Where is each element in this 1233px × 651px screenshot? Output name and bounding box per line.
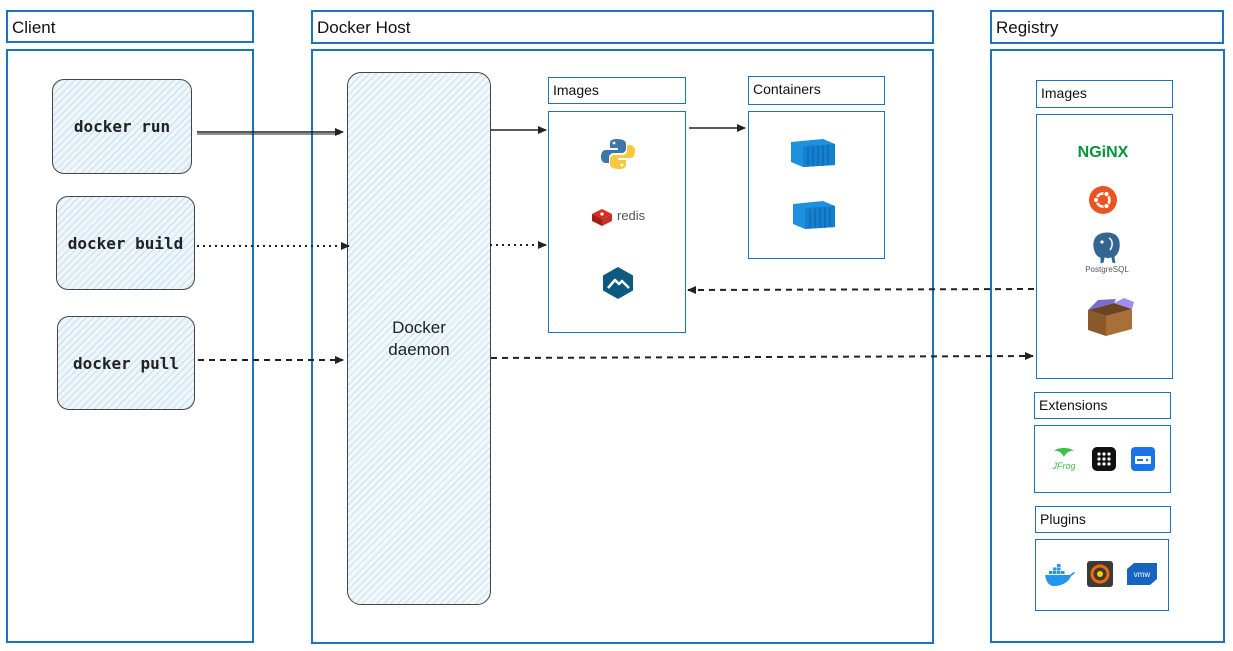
registry-images-title: Images <box>1041 85 1087 101</box>
alpine-icon <box>603 267 633 299</box>
redis-label: redis <box>617 208 646 223</box>
jfrog-icon: JFrog <box>1051 448 1076 471</box>
docker-daemon[interactable]: Docker daemon <box>347 72 491 605</box>
extensions-title: Extensions <box>1039 397 1108 413</box>
postgres-label: PostgreSQL <box>1085 265 1129 274</box>
box-icon <box>1088 298 1134 336</box>
container-icon <box>793 201 835 229</box>
docker-daemon-label: Docker daemon <box>348 317 490 361</box>
client-header: Client <box>6 10 254 43</box>
grafana-icon <box>1087 561 1113 587</box>
nginx-icon: NGiNX <box>1078 144 1129 161</box>
docker-build-command[interactable]: docker build <box>56 196 195 290</box>
registry-images-header: Images <box>1036 80 1173 108</box>
plugins-title: Plugins <box>1040 511 1086 527</box>
daemon-to-registry-arrow <box>490 352 1034 361</box>
extensions-header: Extensions <box>1034 392 1171 419</box>
docker-host-title: Docker Host <box>317 18 411 37</box>
daemon-line-2: daemon <box>388 340 450 359</box>
daemon-line-1: Docker <box>392 318 446 337</box>
python-icon <box>601 139 635 169</box>
containers-title: Containers <box>753 81 821 97</box>
host-images-header: Images <box>548 77 686 104</box>
disk-icon <box>1131 447 1155 471</box>
registry-header: Registry <box>990 10 1224 44</box>
registry-to-images-arrow <box>687 285 1035 294</box>
containers-panel <box>748 111 885 259</box>
client-title: Client <box>12 18 56 37</box>
container-icon <box>791 139 835 167</box>
redis-icon: redis <box>592 208 646 226</box>
docker-run-label: docker run <box>73 117 171 136</box>
docker-icon <box>1045 564 1075 586</box>
docker-pull-command[interactable]: docker pull <box>57 316 195 410</box>
ubuntu-icon <box>1089 186 1117 214</box>
registry-title: Registry <box>996 18 1059 37</box>
postgresql-icon: PostgreSQL <box>1085 231 1129 274</box>
docker-run-command[interactable]: docker run <box>52 79 192 174</box>
grid-icon <box>1092 447 1116 471</box>
plugins-header: Plugins <box>1035 506 1171 533</box>
docker-pull-label: docker pull <box>73 353 179 373</box>
host-images-title: Images <box>553 82 599 98</box>
nginx-label: NGiNX <box>1078 144 1129 161</box>
docker-host-header: Docker Host <box>311 10 934 44</box>
containers-header: Containers <box>748 76 885 105</box>
docker-build-label: docker build <box>67 233 184 253</box>
vmware-icon: vmw <box>1127 563 1157 585</box>
jfrog-label: JFrog <box>1051 461 1075 471</box>
vmw-label: vmw <box>1134 570 1151 579</box>
